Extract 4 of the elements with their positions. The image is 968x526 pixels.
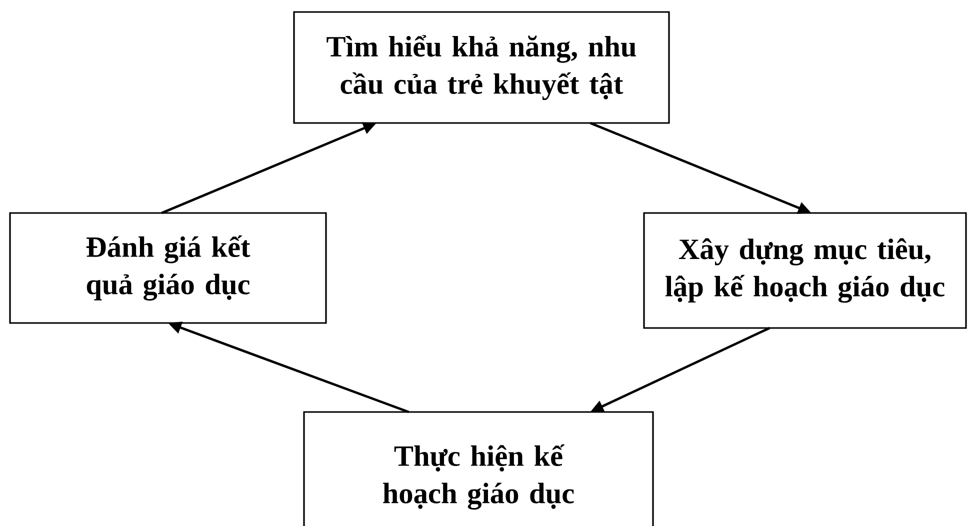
process-box: Thực hiện kế hoạch giáo dục: [303, 411, 654, 526]
process-box: Đánh giá kết quả giáo dục: [9, 212, 327, 324]
process-box: Xây dựng mục tiêu, lập kế hoạch giáo dục: [643, 212, 967, 329]
process-box: Tìm hiểu khả năng, nhu cầu của trẻ khuyết tật: [293, 11, 670, 124]
